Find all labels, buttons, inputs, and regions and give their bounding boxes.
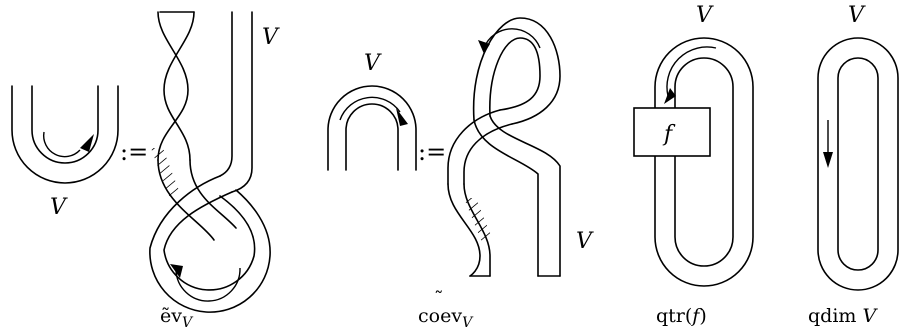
svg-text:qtr(f): qtr(f) [656, 305, 707, 327]
caption-qtr-arg: f [690, 305, 702, 327]
morphism-box-f [633, 107, 711, 157]
caption-qdim-prefix: qdim [808, 305, 862, 327]
ev-loop-arrow [170, 264, 183, 278]
caption-coev-tilde: ˜ [434, 288, 444, 310]
caption-qdim-arg: V [862, 305, 878, 327]
coev-definition-symbol: := [418, 138, 446, 166]
coev-cap-arrow [396, 108, 408, 126]
caption-qtr-prefix: qtr( [656, 305, 692, 327]
caption-coev: ˜ coevV [418, 288, 474, 331]
ev-twisted-ribbon [149, 11, 271, 313]
ev-definition-symbol: := [120, 138, 148, 166]
ev-label-v-right: V [262, 25, 280, 50]
caption-qdim: qdim V [808, 305, 878, 327]
ev-cup [11, 85, 119, 184]
caption-qtr-suffix: ) [699, 305, 706, 327]
caption-ev-sub: V [182, 315, 194, 331]
caption-qtr: qtr(f) [656, 305, 707, 327]
coev-cap [327, 85, 417, 171]
qtr-label-v: V [696, 3, 714, 28]
qtr-arrow [664, 88, 676, 104]
caption-ev: ẽvV [160, 305, 194, 331]
svg-text:coevV: coevV [418, 305, 474, 331]
coev-twisted-ribbon [447, 17, 561, 277]
ev-label-v-bottom: V [50, 195, 68, 220]
svg-text:ẽvV: ẽvV [160, 305, 194, 331]
caption-coev-main: coev [418, 305, 462, 327]
qdim-label-v: V [848, 3, 866, 28]
qtr-loop [633, 37, 754, 287]
qdim-loop [817, 37, 899, 291]
coev-loop-arrow [478, 40, 490, 54]
svg-text:qdim V: qdim V [808, 305, 878, 327]
caption-coev-sub: V [462, 315, 474, 331]
qdim-arrow [823, 152, 833, 168]
coev-label-v-right: V [576, 229, 594, 254]
coev-label-v-top: V [364, 51, 382, 76]
ev-cup-arrow [80, 134, 94, 152]
caption-ev-main: ẽv [160, 305, 182, 327]
